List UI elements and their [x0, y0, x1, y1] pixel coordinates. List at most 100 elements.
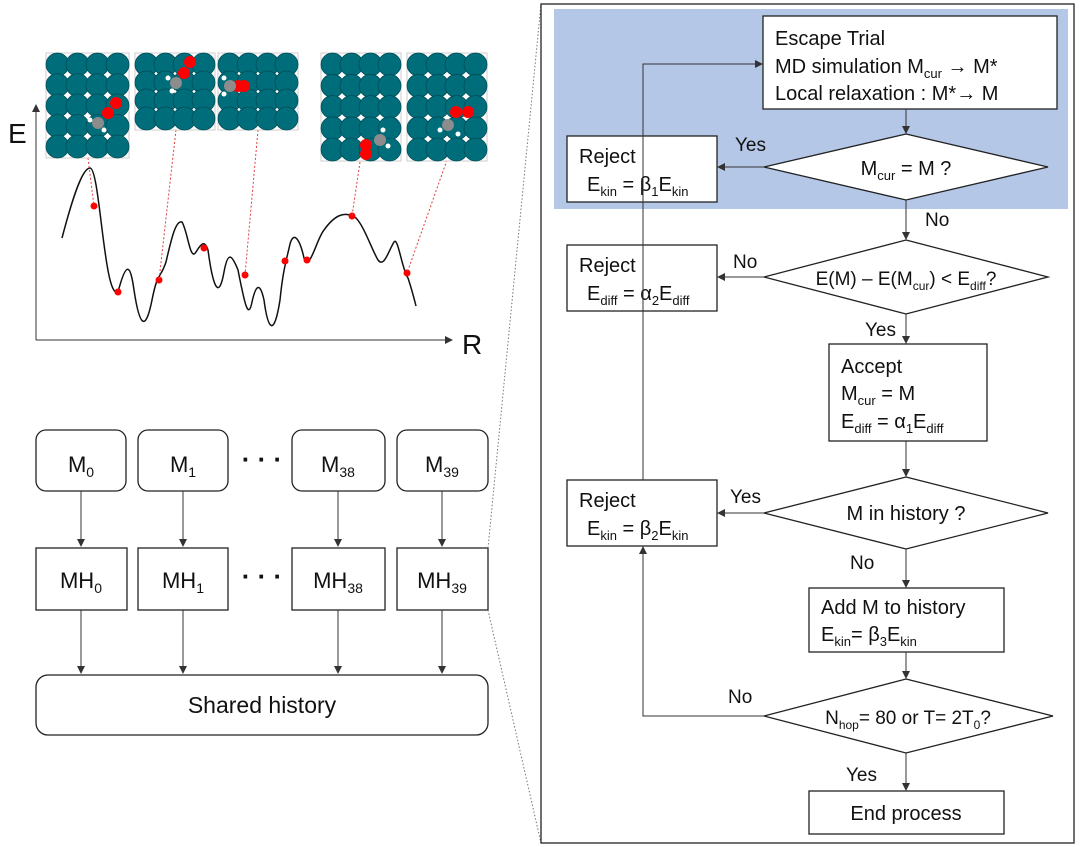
svg-text:M1: M1: [170, 452, 196, 480]
svg-text:MH39: MH39: [417, 568, 467, 596]
energy-landscape: E R: [8, 52, 488, 360]
slab-atom: [65, 52, 90, 77]
hydrogen-atom: [101, 127, 107, 133]
end-process-box: End process: [808, 790, 1005, 835]
svg-text:Add M to history: Add M to history: [821, 597, 966, 619]
histories-ellipsis: · · ·: [242, 561, 282, 591]
svg-text:Reject: Reject: [579, 146, 636, 168]
decision-mcur-equals-m: Mcur = M ?: [763, 133, 1049, 201]
slab-atom: [65, 93, 90, 118]
no-label: No: [733, 252, 757, 273]
hydrogen-atom: [87, 117, 93, 123]
curve-point: [281, 257, 289, 265]
carbon-atom: [92, 117, 104, 129]
curve-point: [303, 256, 311, 264]
add-to-history-box: Add M to history Ekin= β3Ekin: [808, 587, 1005, 653]
slab-atom: [45, 134, 70, 159]
svg-text:Mcur = M ?: Mcur = M ?: [861, 158, 952, 183]
history-box: MH39: [396, 547, 489, 611]
slab-atom: [274, 106, 299, 131]
slab-atom: [45, 52, 70, 77]
svg-text:MH38: MH38: [313, 568, 363, 596]
yes-label: Yes: [865, 320, 896, 341]
hydrogen-atom: [221, 75, 227, 81]
hydrogen-atom: [385, 143, 391, 149]
surface-snapshot: [320, 52, 402, 162]
shared-history-box: Shared history: [35, 674, 489, 736]
connector-line: [158, 129, 177, 281]
reject-box-3: Reject Ekin = β2Ekin: [566, 479, 718, 547]
svg-text:MH0: MH0: [60, 568, 102, 596]
svg-text:Ediff = α1Ediff: Ediff = α1Ediff: [841, 411, 944, 436]
svg-text:M38: M38: [321, 452, 355, 480]
oxygen-atom: [102, 107, 114, 119]
slab-atom: [45, 114, 70, 138]
zoom-line: [487, 609, 542, 844]
connector-line: [87, 157, 95, 207]
curve-points: [90, 202, 411, 296]
connector-lines: [87, 129, 448, 281]
svg-text:Reject: Reject: [579, 490, 636, 512]
surface-snapshot: [406, 52, 488, 162]
reject-box-2: Reject Ediff = α2Ediff: [566, 244, 718, 312]
oxygen-atom: [462, 106, 474, 118]
svg-text:Mcur = M: Mcur = M: [841, 383, 915, 408]
carbon-atom: [224, 80, 236, 92]
slab-atom: [65, 73, 90, 97]
oxygen-atom: [184, 56, 196, 68]
svg-text:Ekin= β3Ekin: Ekin= β3Ekin: [821, 624, 917, 649]
curve-point: [155, 276, 163, 284]
decision-in-history: M in history ?: [763, 476, 1049, 550]
no-label: No: [850, 553, 874, 574]
no-label: No: [728, 687, 752, 708]
slab-atom: [85, 73, 110, 97]
svg-text:Accept: Accept: [841, 356, 903, 378]
slab-atom: [65, 134, 90, 159]
slab-atom: [65, 114, 90, 138]
slab-atom: [377, 95, 402, 119]
svg-text:M39: M39: [425, 452, 459, 480]
hydrogen-atom: [221, 91, 227, 97]
no-label: No: [925, 210, 949, 231]
loop-arrow: [639, 546, 764, 717]
svg-text:MD simulation Mcur → M*: MD simulation Mcur → M*: [775, 56, 998, 81]
slab-atom: [45, 73, 70, 97]
model-box: M0: [35, 429, 127, 492]
oxygen-atom: [450, 106, 462, 118]
energy-axis-label: E: [8, 118, 27, 149]
curve-point: [200, 244, 208, 252]
svg-text:Escape Trial: Escape Trial: [775, 28, 885, 50]
svg-text:Local relaxation : M*→ M: Local relaxation : M*→ M: [775, 83, 998, 105]
connector-line: [406, 159, 448, 274]
slab-atom: [191, 106, 216, 131]
surface-snapshots: [45, 52, 488, 162]
carbon-atom: [442, 119, 454, 131]
curve-point: [348, 212, 356, 220]
yes-label: Yes: [735, 135, 766, 156]
decision-stop-criterion: Nhop= 80 or T= 2T0?: [761, 678, 1054, 754]
model-box: M1: [137, 429, 229, 492]
history-box: MH1: [137, 547, 229, 611]
slab-atom: [463, 116, 488, 141]
model-box: M38: [291, 429, 386, 492]
loop-back-lines: [639, 60, 764, 717]
svg-text:Nhop= 80 or T= 2T0?: Nhop= 80 or T= 2T0?: [825, 708, 991, 732]
hydrogen-atom: [169, 88, 175, 94]
slab-atom: [377, 52, 402, 77]
flowchart-panel: Escape Trial MD simulation Mcur → M* Loc…: [540, 3, 1075, 844]
curve-point: [403, 269, 411, 277]
surface-snapshot: [134, 52, 216, 131]
slab-atom: [463, 73, 488, 98]
energy-curve: [61, 167, 417, 327]
surface-snapshot: [217, 52, 299, 131]
history-box: MH0: [35, 547, 128, 611]
hydrogen-atom: [165, 75, 171, 81]
slab-atom: [463, 137, 488, 162]
history-box: MH38: [291, 547, 386, 611]
loop-arrow: [642, 60, 763, 480]
model-box: M39: [396, 429, 489, 492]
parallel-workers: M0 M1 M38 M39 · · · MH0 MH1: [35, 429, 489, 736]
accept-box: Accept Mcur = M Ediff = α1Ediff: [828, 343, 988, 442]
oxygen-atom: [360, 139, 372, 151]
